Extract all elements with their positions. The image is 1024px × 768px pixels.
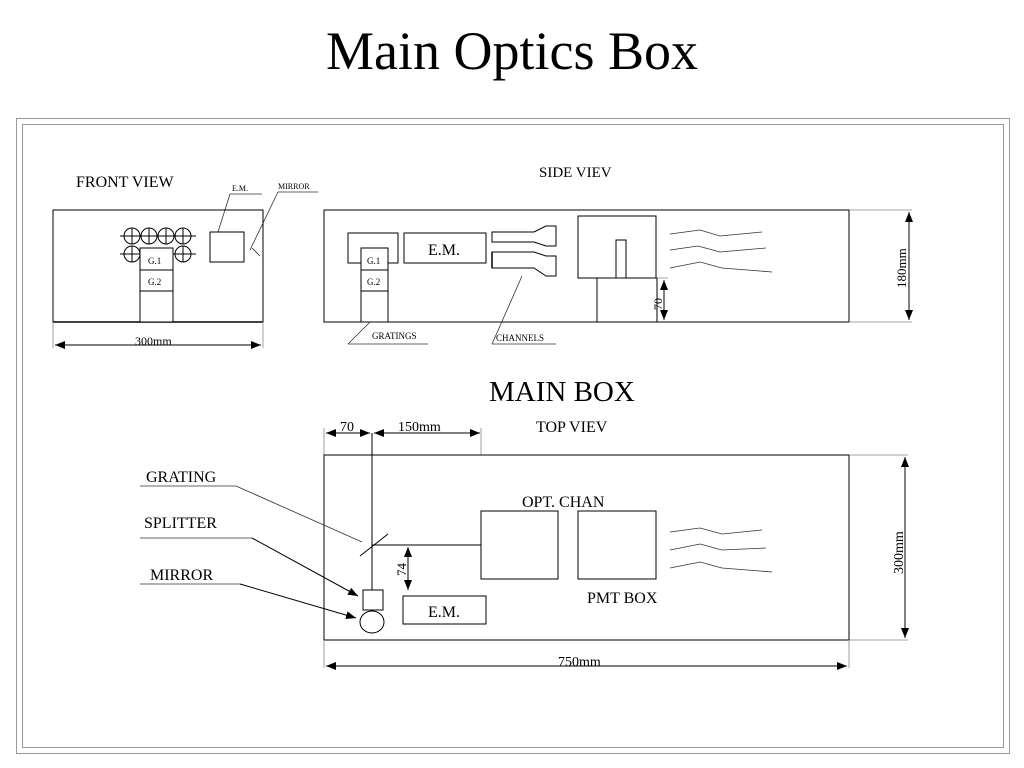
- side-view-pmt-slot: [615, 239, 627, 279]
- drawing-frame-inner: [22, 124, 1004, 748]
- side-view-height-label: 180mm: [894, 248, 909, 288]
- side-view-channels-label: CHANNELS: [496, 333, 544, 343]
- side-view-grating-stack: [360, 247, 389, 323]
- top-view-mirror-label: MIRROR: [150, 567, 213, 584]
- front-view-em-label: E.M.: [232, 184, 248, 193]
- top-view-height-label: 300mm: [892, 531, 907, 574]
- top-view-grating-label: GRATING: [146, 469, 217, 486]
- side-view-pmt-base: [596, 277, 658, 323]
- drawing-frame-outer: [16, 118, 1010, 754]
- top-view-splitter-label: SPLITTER: [144, 515, 217, 532]
- side-view-gratings-label: GRATINGS: [372, 331, 417, 341]
- top-view-opt-chan-box: [480, 510, 559, 580]
- side-view-channels: [491, 225, 557, 277]
- top-view-opt-chan-label: OPT. CHAN: [522, 494, 605, 511]
- top-view-heading: TOP VIEV: [536, 419, 608, 436]
- top-view-dim-70: 70: [340, 420, 354, 435]
- top-view-pmt-box: [577, 510, 657, 580]
- top-view-em-box: [402, 595, 487, 625]
- front-view-mirror-box: [209, 231, 245, 263]
- side-view-dim-70: 70: [651, 298, 665, 310]
- front-view-width-label: 300mm: [135, 334, 172, 348]
- top-view-dim-74: 74: [394, 563, 409, 577]
- main-box-heading: MAIN BOX: [489, 376, 635, 408]
- top-view-splitter: [362, 589, 384, 611]
- front-view-g1: G.1: [148, 256, 161, 266]
- side-view: SIDE VIEV 180mm G.1 G.2 E.M. 70: [323, 165, 913, 345]
- side-view-heading: SIDE VIEV: [539, 165, 612, 181]
- front-view-mirror-label: MIRROR: [278, 182, 310, 191]
- front-view-heading: FRONT VIEW: [76, 174, 175, 191]
- side-view-g1: G.1: [367, 256, 380, 266]
- side-view-em-label: E.M.: [428, 242, 460, 259]
- front-view-lens-array: [120, 227, 196, 263]
- front-view-grating-stack: [139, 247, 174, 323]
- top-view: MAIN BOX TOP VIEV 70 150mm 300mm 750mm 7…: [140, 376, 909, 670]
- top-view-mirror: [359, 610, 385, 634]
- front-view-g2: G.2: [148, 277, 161, 287]
- side-view-pmt-box: [577, 215, 657, 279]
- top-view-dim-150: 150mm: [398, 420, 441, 435]
- side-view-break-lines: [669, 229, 773, 273]
- side-view-body: [323, 209, 850, 323]
- top-view-pmt-box-label: PMT BOX: [587, 590, 658, 607]
- front-view: FRONT VIEW E.M. MIRROR G.1 G.2 30: [52, 174, 318, 349]
- slide-title: Main Optics Box: [326, 21, 698, 81]
- side-view-g2: G.2: [367, 277, 380, 287]
- top-view-break-lines: [669, 527, 773, 573]
- top-view-body: [323, 454, 850, 641]
- side-view-em-box: [403, 232, 487, 264]
- top-view-width-label: 750mm: [558, 655, 601, 670]
- top-view-em-label: E.M.: [428, 604, 460, 621]
